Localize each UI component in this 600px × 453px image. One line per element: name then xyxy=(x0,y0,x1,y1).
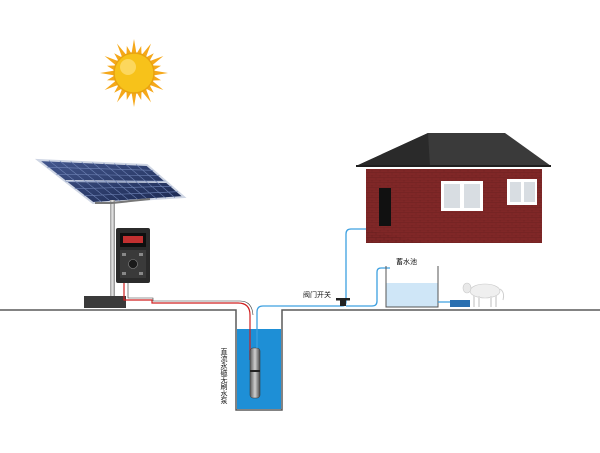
sun-icon xyxy=(100,39,168,107)
valve-icon xyxy=(336,298,350,306)
storage-tank-icon xyxy=(385,266,470,308)
power-wire-black xyxy=(127,283,254,316)
pump-label: 直流永磁无刷水泵 xyxy=(220,347,228,404)
house-icon xyxy=(356,133,551,243)
power-wire-red xyxy=(123,283,251,360)
solar-panel-icon xyxy=(34,158,187,308)
cow-icon xyxy=(462,282,505,307)
valve-switch-label: 阀门开关 xyxy=(303,290,331,299)
storage-tank-label: 蓄水池 xyxy=(396,257,417,266)
inverter-controller-icon xyxy=(116,228,150,283)
submersible-pump-icon xyxy=(249,347,261,399)
water-pipe-tank xyxy=(346,267,390,307)
ground-line xyxy=(0,309,600,411)
